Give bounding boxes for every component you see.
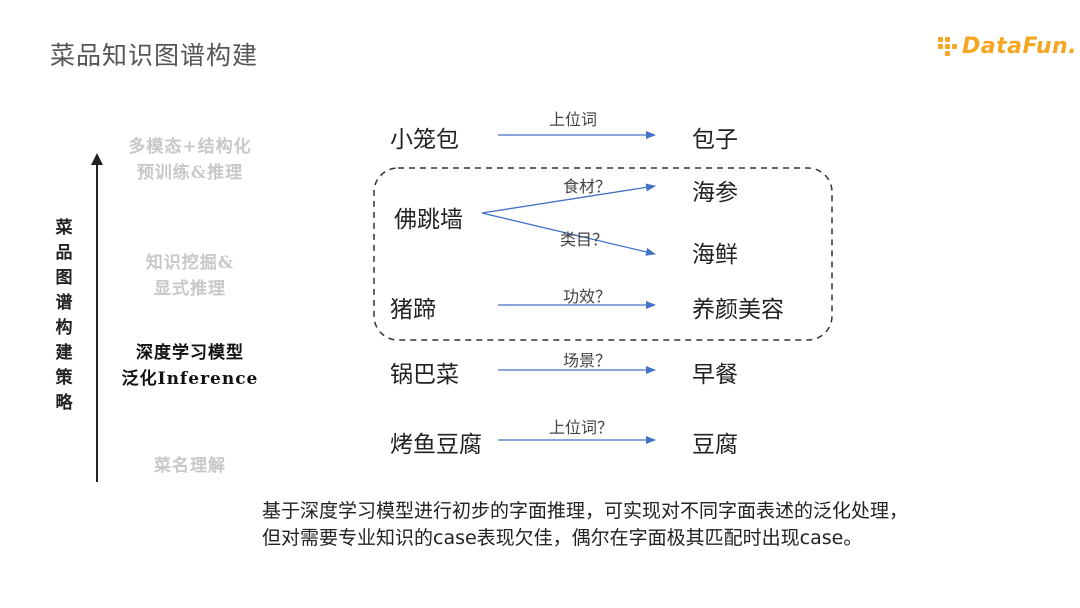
axis-label-char: 图 [55,268,73,288]
target-node: 海鲜 [692,242,738,268]
target-node: 海参 [692,180,738,206]
target-node: 豆腐 [692,432,738,458]
source-node: 佛跳墙 [394,207,463,233]
stage-line: 多模态+结构化 [128,137,252,157]
stage-dish-name-understanding: 菜名理解 [90,453,290,479]
page-title: 菜品知识图谱构建 [50,41,259,70]
stage-line: 深度学习模型 [136,343,244,363]
axis-label-char: 略 [55,393,73,413]
stage-line: 预训练&推理 [136,163,244,183]
source-node: 烤鱼豆腐 [390,432,482,458]
logo-text: DataFun. [962,33,1078,59]
edge-label: 场景？ [563,351,612,370]
axis-label-char: 品 [55,243,73,263]
axis-label-char: 菜 [55,218,73,238]
target-node: 包子 [692,127,738,153]
summary-note: 基于深度学习模型进行初步的字面推理，可实现对不同字面表述的泛化处理， 但对需要专… [262,498,908,552]
stage-line: 知识挖掘& [145,253,235,273]
source-node: 小笼包 [390,127,459,153]
edge-label: 上位词？ [549,418,614,437]
stage-line: 菜名理解 [154,456,226,476]
stage-knowledge-mining: 知识挖掘& 显式推理 [90,250,290,302]
edge-fotiaoqiang-haixian [481,212,656,256]
datafun-logo: DataFun. [938,28,1077,64]
axis-label-char: 谱 [55,293,73,313]
target-node: 养颜美容 [692,297,784,323]
group-dashed-box [373,167,833,341]
summary-line: 基于深度学习模型进行初步的字面推理，可实现对不同字面表述的泛化处理， [262,500,909,522]
logo-dots-icon [938,33,960,59]
source-node: 猪蹄 [390,297,436,323]
edge-label: 上位词 [549,110,598,129]
stage-deep-learning: 深度学习模型 泛化Inference [90,340,290,392]
axis-label-char: 构 [55,318,73,338]
edge-label: 功效？ [563,287,612,306]
stage-line: 显式推理 [154,279,226,299]
edge-label: 类目？ [560,230,609,249]
summary-line: 但对需要专业知识的case表现欠佳，偶尔在字面极其匹配时出现case。 [262,527,863,549]
axis-arrow-head-icon [91,153,103,165]
stage-multimodal-pretraining: 多模态+结构化 预训练&推理 [90,134,290,186]
edge-label: 食材？ [563,177,612,196]
source-node: 锅巴菜 [390,362,459,388]
strategy-axis-label: 菜 品 图 谱 构 建 策 略 [52,216,76,416]
edge-fotiaoqiang-haishen [481,183,656,214]
axis-label-char: 建 [55,343,73,363]
axis-label-char: 策 [55,368,73,388]
target-node: 早餐 [692,362,738,388]
strategy-axis-line [96,160,98,482]
stage-line: 泛化Inference [121,369,259,389]
